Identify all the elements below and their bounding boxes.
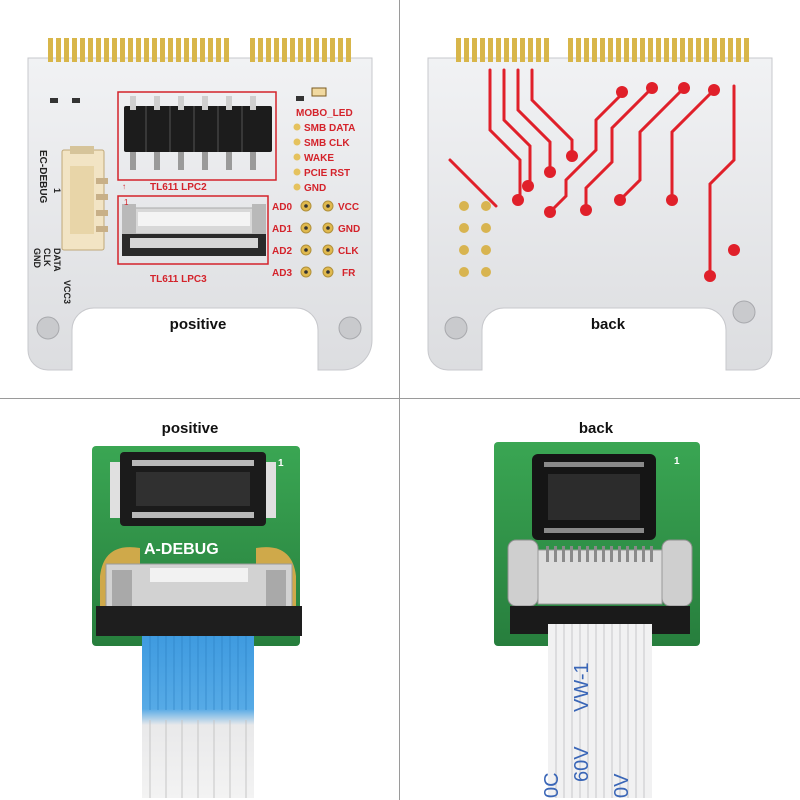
status-label: PCIE RST	[304, 168, 350, 179]
caption-bottom-left: positive	[161, 420, 219, 437]
mount-hole	[338, 316, 362, 340]
panel-top-left: ↑ TL611 LPC2 1 TL611 LPC3	[0, 0, 399, 398]
mount-hole	[732, 300, 756, 324]
flex-cable	[548, 624, 652, 798]
caption-top-left: positive	[169, 316, 227, 333]
pad-left-label: AD1	[272, 224, 292, 235]
status-label: SMB DATA	[304, 123, 355, 134]
green-board-front: 1 A-DEBUG	[92, 446, 302, 798]
green-board-back: 1	[494, 442, 700, 798]
connector-pin-label-group: VCC3	[62, 280, 72, 304]
pin-label: VCC3	[62, 280, 72, 304]
caption-top-right: back	[590, 316, 626, 333]
pin-label: DATA	[52, 248, 62, 272]
side-label-group: EC-DEBUG	[37, 150, 48, 204]
pin-header	[124, 96, 272, 170]
pin-one-mark: 1	[278, 458, 284, 469]
gold-fingers	[48, 38, 351, 62]
led-icon	[311, 87, 327, 97]
side-label: EC-DEBUG	[37, 150, 48, 204]
board-label: A-DEBUG	[144, 541, 219, 558]
cable-print-4: 0C	[541, 772, 563, 798]
ffc-pin1-mark: 1	[124, 198, 129, 207]
ffc-connector	[122, 204, 266, 256]
pin-label: GND	[32, 248, 42, 269]
cable-print-3: 0V	[611, 773, 633, 798]
panel-bottom-right: 1	[400, 400, 799, 798]
b2b-connector	[110, 452, 276, 526]
status-labels: MOBO_LED SMB DATA SMB CLK WAKE PCIE RST …	[293, 108, 355, 194]
arrow-mark: 1	[52, 188, 62, 193]
ffc-label: TL611 LPC3	[150, 274, 207, 285]
header-outline	[117, 91, 277, 181]
caption-bottom-right: back	[578, 420, 614, 437]
cable-print-2: 60V	[571, 746, 593, 782]
pad-left-label: AD2	[272, 246, 292, 257]
test-pads: AD0 AD1 AD2 AD3 VCC GND CLK FR	[272, 200, 360, 279]
pad-right-label: CLK	[338, 246, 359, 257]
pad-left-label: AD0	[272, 202, 292, 213]
pad-right-label: FR	[342, 268, 356, 279]
cable-text: 0V	[611, 773, 633, 798]
ffc-connector	[96, 563, 302, 636]
connector-pin-label-group: CLK	[42, 248, 52, 267]
b2b-connector	[532, 454, 656, 540]
mount-hole	[444, 316, 468, 340]
divider-horizontal	[0, 398, 800, 399]
smd-part	[50, 98, 58, 103]
panel-top-right: back	[400, 0, 799, 398]
ffc-connector	[510, 546, 690, 634]
red-traces	[448, 68, 736, 278]
ffc-outline	[117, 195, 269, 265]
divider-vertical	[399, 0, 400, 800]
cable-text: 0C	[541, 772, 563, 798]
pad-right-label: VCC	[338, 202, 359, 213]
red-vias	[512, 82, 740, 282]
pad-right-label: GND	[338, 224, 360, 235]
flex-cable-lines	[555, 624, 645, 798]
cable-print-1: VW-1	[571, 662, 593, 712]
metal-bracket-left	[507, 539, 539, 607]
status-label: SMB CLK	[304, 138, 350, 149]
gold-fingers	[456, 38, 749, 62]
pin-label: CLK	[42, 248, 52, 267]
board-outline	[427, 57, 773, 371]
panel-bottom-left: 1 A-DEBUG	[0, 400, 399, 798]
mount-hole	[36, 316, 60, 340]
header-pin1-mark: ↑	[122, 182, 126, 191]
pad-left-label: AD3	[272, 268, 292, 279]
header-label: TL611 LPC2	[150, 182, 207, 193]
flex-cable-lines	[149, 636, 247, 710]
status-label: GND	[304, 183, 326, 194]
status-label: MOBO_LED	[296, 108, 353, 119]
smd-part	[72, 98, 80, 103]
back-pads	[459, 201, 491, 277]
cable-text: 60V	[571, 746, 593, 782]
metal-bracket-right	[661, 539, 693, 607]
white-board-front: ↑ TL611 LPC2 1 TL611 LPC3	[27, 38, 373, 371]
arrow-mark-group: 1	[52, 188, 62, 193]
flex-cable-lines-white	[149, 720, 247, 798]
cable-text: VW-1	[571, 662, 593, 712]
pin-one-mark: 1	[674, 456, 680, 467]
smd-part	[296, 96, 304, 101]
status-label: WAKE	[304, 153, 334, 164]
connector-pin-label-group: DATA	[52, 248, 62, 272]
white-board-back	[427, 38, 773, 371]
jst-connector	[61, 146, 108, 251]
connector-pin-labels: GND	[32, 248, 42, 269]
